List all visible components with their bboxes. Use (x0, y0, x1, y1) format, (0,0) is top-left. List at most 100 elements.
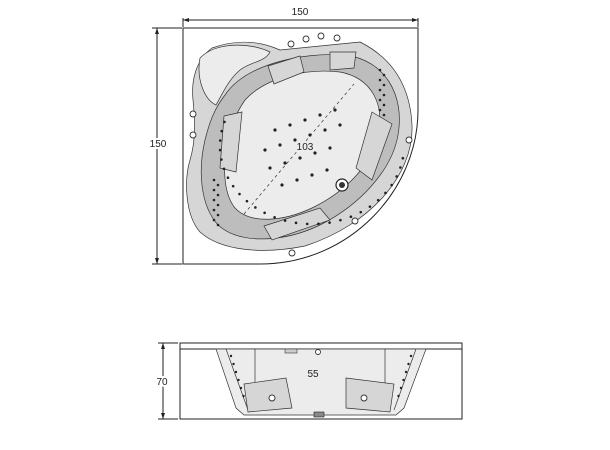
drain (335, 178, 349, 192)
depth-label: 150 (150, 139, 167, 150)
jet-dot (368, 205, 372, 208)
jet-dot (283, 161, 287, 165)
height-label: 70 (156, 377, 168, 388)
width-label: 150 (292, 7, 309, 18)
jet-dot (399, 166, 402, 169)
outer-rim (182, 27, 419, 265)
jet-dot (404, 370, 408, 374)
jet-dot (216, 223, 220, 227)
jet-dot (212, 178, 216, 182)
jet-dot (349, 215, 353, 218)
jet-dot (382, 103, 386, 107)
jet-dot (242, 394, 245, 398)
jet-dot (295, 178, 299, 182)
jet-dot (359, 210, 363, 214)
jet-dot (325, 168, 329, 172)
jet-dot (220, 158, 223, 161)
side-jets (229, 354, 413, 398)
jet-dot (402, 378, 405, 382)
left-seat (243, 377, 293, 413)
jet-dot (376, 198, 380, 202)
jet-dot (218, 148, 222, 152)
jet-dot (212, 188, 216, 192)
jet-dot (303, 118, 307, 122)
jet-dot (378, 78, 382, 82)
jet-dot (231, 184, 235, 188)
jet-dot (238, 192, 241, 196)
headrest (198, 44, 271, 106)
jet-dot (305, 222, 309, 226)
jet-dot (382, 83, 386, 87)
jet-dot (239, 386, 243, 390)
jet-dot (218, 139, 222, 142)
jet-dot (263, 211, 266, 215)
jet-dot (378, 88, 382, 92)
jet-dot (328, 146, 332, 150)
jet-dot (268, 166, 272, 170)
depth-dimension: 150 (148, 27, 182, 265)
jet-dot (382, 73, 386, 77)
jet-dot (339, 218, 342, 222)
jet-dot (378, 108, 382, 112)
jet-dot (216, 203, 220, 207)
jet-dot (382, 93, 386, 97)
inner-dimension-line (243, 83, 355, 215)
jet-dot (254, 206, 257, 209)
jet-dot (234, 370, 238, 374)
jet-dot (313, 151, 317, 155)
jet-dot (283, 219, 287, 222)
jet-dot (384, 191, 387, 195)
jet-dot (328, 221, 331, 224)
deck-fittings (189, 32, 413, 257)
jet-dot (395, 175, 398, 178)
jet-dot (273, 128, 277, 132)
jet-dot (278, 143, 282, 147)
water-depth-label: 55 (307, 369, 319, 380)
overflow (284, 348, 298, 354)
jet-dot (409, 354, 413, 358)
air-jets (212, 68, 405, 227)
jet-dot (288, 123, 292, 127)
jet-dot (333, 108, 337, 112)
jet-dot (216, 193, 220, 197)
jet-dot (382, 113, 386, 117)
plan-view: 150 150 (148, 7, 419, 265)
jet-dot (212, 218, 216, 222)
tub-body-outline (179, 342, 463, 420)
jet-dot (378, 68, 382, 72)
jet-dot (294, 221, 298, 225)
jet-dot (280, 183, 284, 187)
jet-dot (216, 183, 220, 187)
jet-dot (317, 222, 320, 226)
jet-dot (323, 128, 327, 132)
jet-dot (212, 198, 216, 202)
jet-dot (223, 120, 226, 124)
jet-dot (310, 173, 314, 177)
jet-dot (397, 394, 400, 398)
jet-dot (407, 362, 410, 366)
jet-dot (216, 213, 220, 217)
jet-dot (401, 156, 405, 160)
jet-dot (378, 98, 382, 102)
jet-dot (232, 362, 235, 366)
jet-dot (318, 113, 322, 117)
jet-dot (226, 176, 230, 180)
width-dimension: 150 (182, 7, 419, 27)
drain-bottom (313, 411, 325, 418)
jet-dot (338, 123, 342, 127)
jet-dot (293, 138, 297, 142)
seat-pads (219, 51, 393, 241)
side-view: 70 55 (154, 342, 463, 420)
jet-dot (390, 183, 393, 187)
jet-dot (245, 199, 249, 203)
jet-dot (229, 354, 233, 358)
right-seat (345, 377, 395, 413)
jet-dot (220, 129, 223, 133)
jet-dot (212, 208, 216, 212)
height-dimension: 70 (154, 342, 178, 420)
jet-dot (263, 148, 267, 152)
inner-label: 103 (297, 142, 314, 153)
jet-dot (273, 215, 276, 219)
jet-dot (308, 133, 312, 137)
